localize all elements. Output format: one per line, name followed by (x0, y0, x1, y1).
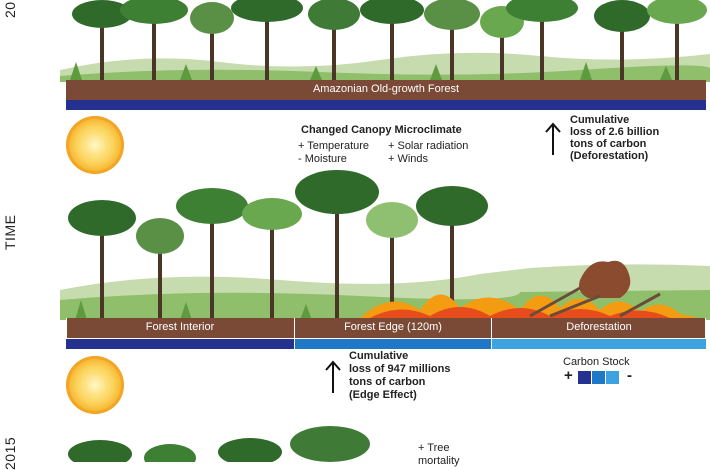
legend-swatch-mid (592, 371, 605, 384)
fire-icon (360, 294, 700, 318)
middle-divider-end (705, 318, 706, 338)
segment-deforestation: Deforestation (566, 321, 632, 333)
bottom-forest-illustration (68, 426, 370, 462)
arrow-up-icon (325, 360, 341, 393)
microclimate-left-2: - Moisture (298, 153, 347, 165)
legend-minus: - (627, 367, 632, 384)
edge-deforestation-illustration (60, 170, 710, 320)
legend-swatch-high (578, 371, 591, 384)
segment-forest-interior: Forest Interior (145, 321, 215, 333)
deforestation-note-3: tons of carbon (570, 138, 647, 150)
legend-swatch-low (606, 371, 619, 384)
carbon-band-deforestation (492, 339, 706, 349)
edge-note-2: loss of 947 millions (349, 363, 451, 375)
legend-plus: + (564, 367, 573, 384)
middle-soil-band (66, 318, 706, 338)
carbon-band-interior (66, 339, 294, 349)
microclimate-right-1: + Solar radiation (388, 140, 469, 152)
bottom-note-1: + Tree (418, 442, 450, 454)
old-growth-forest-illustration (60, 0, 710, 82)
middle-divider-2 (491, 318, 492, 338)
tree-icon (72, 0, 707, 80)
sun-icon (66, 356, 124, 414)
old-growth-forest-label: Amazonian Old-growth Forest (312, 83, 460, 95)
arrow-up-icon (545, 122, 561, 155)
edge-note-1: Cumulative (349, 350, 409, 362)
deforestation-note-4: (Deforestation) (570, 150, 649, 162)
legend-title: Carbon Stock (563, 356, 630, 368)
sun-icon (66, 116, 124, 174)
tree-icon (68, 170, 488, 320)
carbon-band-edge (295, 339, 491, 349)
microclimate-title: Changed Canopy Microclimate (301, 124, 462, 136)
microclimate-right-2: + Winds (388, 153, 429, 165)
edge-note-3: tons of carbon (349, 376, 426, 388)
segment-forest-edge: Forest Edge (120m) (344, 321, 442, 333)
year-top-label: 20 (2, 1, 18, 18)
deforestation-note-2: loss of 2.6 billion (570, 126, 660, 138)
deforestation-note-1: Cumulative (570, 114, 630, 126)
year-bottom-label: 2015 (2, 436, 18, 470)
top-soil-band (66, 80, 706, 100)
middle-divider-0 (66, 318, 67, 338)
top-carbon-band (66, 100, 706, 110)
edge-note-4: (Edge Effect) (349, 389, 417, 401)
middle-divider-1 (294, 318, 295, 338)
time-axis-label: TIME (2, 214, 18, 250)
microclimate-left-1: + Temperature (298, 140, 370, 152)
